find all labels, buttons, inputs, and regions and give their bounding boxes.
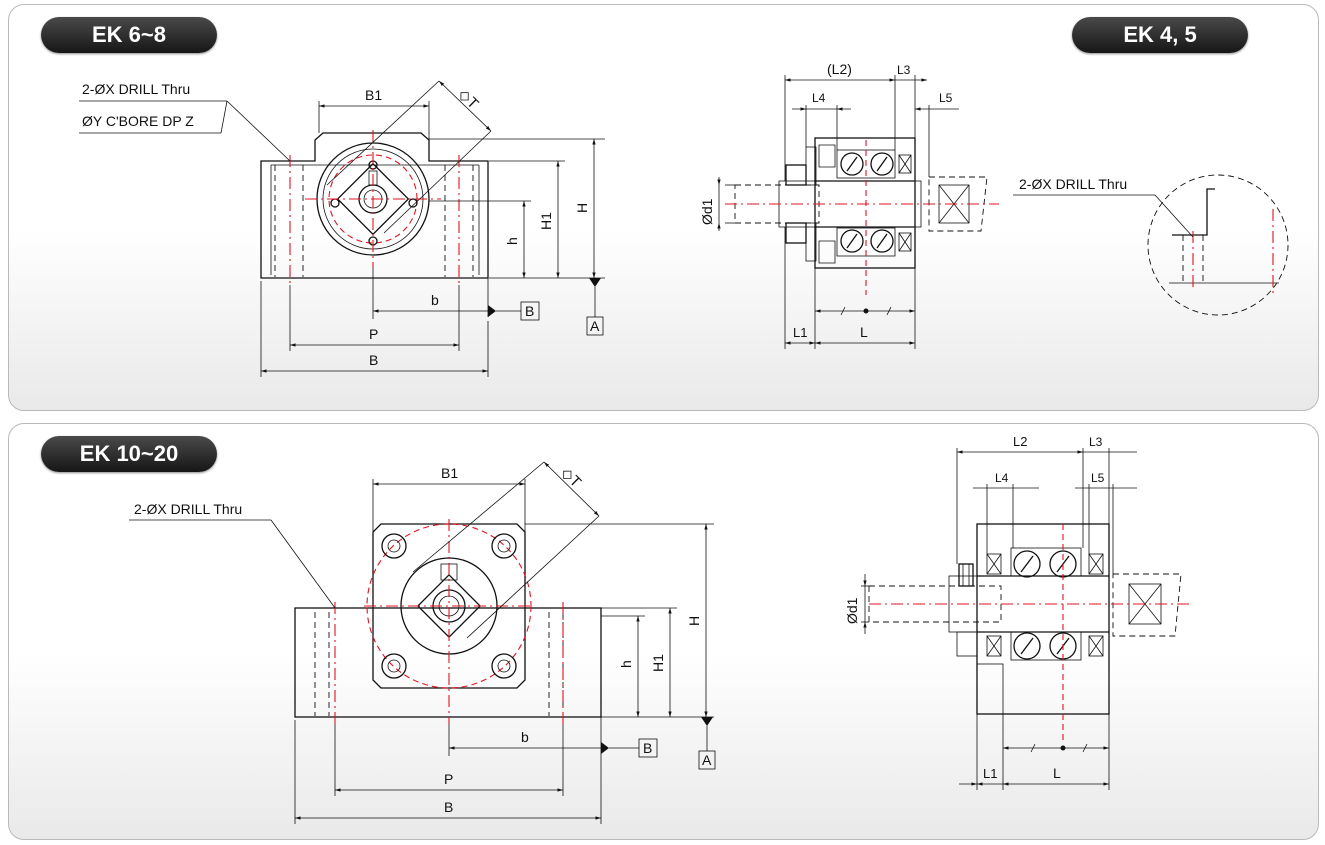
datum-B: B [525,303,534,319]
dim-L3-label: L3 [897,63,911,77]
dim-L5-label-2: L5 [1091,471,1105,485]
dim-H1-label: H1 [538,212,554,230]
badge-ek-10-20: EK 10~20 [41,436,217,472]
note-drill-thru: 2-ØX DRILL Thru [82,81,190,97]
note-drill-thru-2: 2-ØX DRILL Thru [134,501,242,517]
panel-ek-10-20: EK 10~20 [8,423,1319,840]
dim-B-label-2: B [444,799,453,815]
dim-b-label: b [431,292,439,308]
dim-h-label: h [504,237,520,245]
dim-H-label: H [574,203,590,213]
dim-L3-label-2: L3 [1089,435,1103,449]
dim-h-label-2: h [618,660,634,668]
dim-P-label-2: P [444,771,453,787]
dim-d1-label-2: Ød1 [844,597,860,624]
dim-B-label: B [369,352,378,368]
detail-note-drill: 2-ØX DRILL Thru [1019,176,1127,192]
ek68-front-view: ◇T B1 H H1 h A [79,80,605,377]
bolt-heads [381,533,517,679]
badge-ek-4-5: EK 4, 5 [1072,17,1248,53]
dim-H1-label-2: H1 [650,654,666,672]
dim-L-label: L [860,324,868,340]
dim-T-label: ◇T [455,86,482,113]
dim-L4-label-2: L4 [995,471,1009,485]
dim-B1-label: B1 [365,87,382,103]
dim-H-label-2: H [686,616,702,626]
dim-B1-label-2: B1 [441,465,458,481]
ek1020-side-view: L2 L3 L4 L5 Ød1 [844,434,1189,790]
dim-L2-label: (L2) [827,61,852,77]
note-cbore: ØY C'BORE DP Z [82,113,194,129]
dim-L1-label-2: L1 [983,766,997,781]
dim-b-label-2: b [521,729,529,745]
datum-B-2: B [643,740,652,756]
badge-ek-6-8: EK 6~8 [41,17,217,53]
dim-L2-label-2: L2 [1013,434,1027,449]
dim-L1-label: L1 [793,325,807,340]
ek1020-front-view: ◇T B1 H H1 h A [129,461,716,824]
dim-L4-label: L4 [812,91,826,105]
drawing-top: ◇T B1 H H1 h A [79,61,1289,377]
dim-L5-label: L5 [939,91,953,105]
detail-circle: 2-ØX DRILL Thru [1013,174,1289,316]
panel-ek-6-8-and-4-5: EK 6~8 EK 4, 5 [8,4,1319,411]
dim-P-label: P [369,326,378,342]
ek45-side-view: (L2) L3 L4 L5 Ød1 [699,61,999,349]
dim-d1-label: Ød1 [699,198,715,225]
dim-L-label-2: L [1053,765,1061,781]
dim-T-label-2: ◇T [558,464,585,491]
drawing-bottom: ◇T B1 H H1 h A [129,434,1189,824]
datum-A: A [590,318,600,334]
datum-A-2: A [702,752,712,768]
